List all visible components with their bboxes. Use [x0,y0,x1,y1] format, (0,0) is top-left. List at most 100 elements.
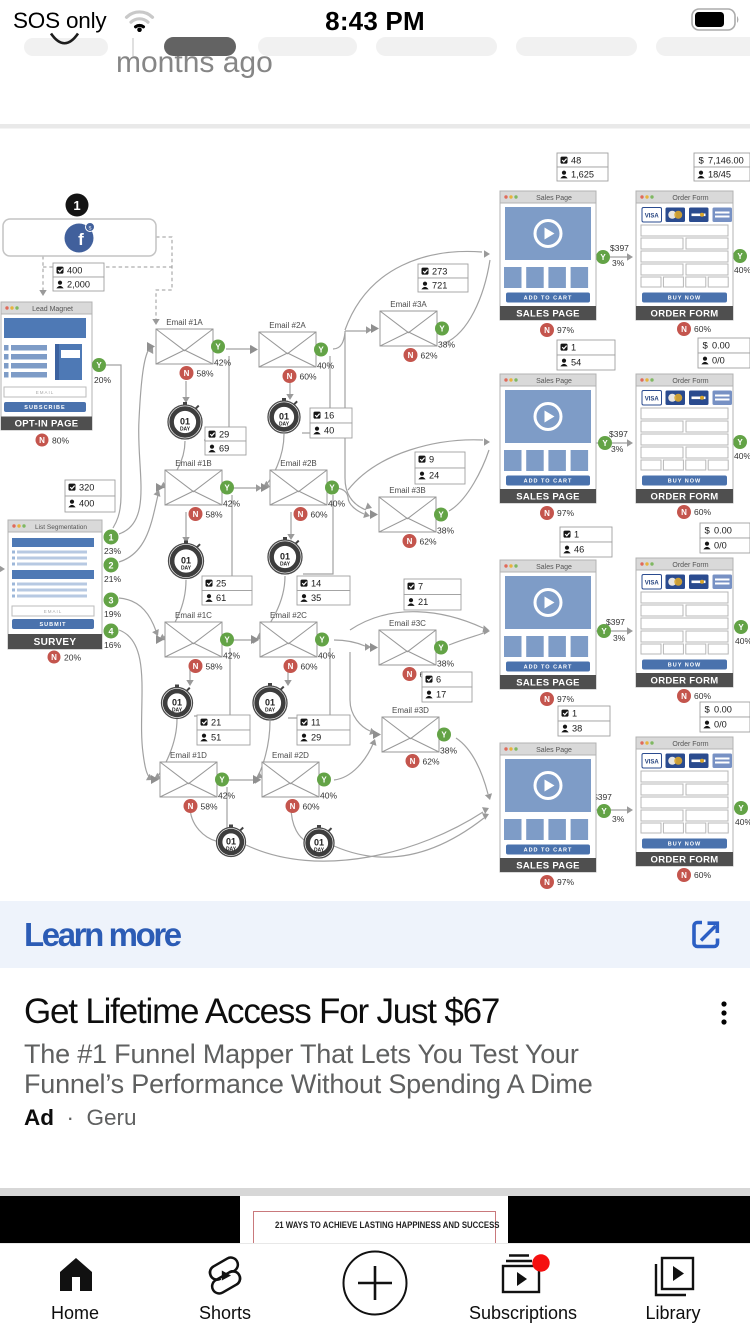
svg-text:N: N [51,653,57,662]
svg-text:721: 721 [432,281,447,291]
svg-text:EMAIL: EMAIL [36,390,55,395]
svg-text:9: 9 [429,455,434,465]
svg-text:1: 1 [574,530,579,540]
svg-text:SALES PAGE: SALES PAGE [516,860,580,871]
svg-text:Order Form: Order Form [672,195,708,202]
svg-text:16%: 16% [104,640,121,650]
svg-text:Y: Y [738,623,744,632]
svg-text:400: 400 [79,499,94,509]
svg-text:14: 14 [311,579,321,589]
svg-text:0.00: 0.00 [714,526,732,536]
svg-text:N: N [681,871,687,880]
svg-text:Y: Y [321,775,327,784]
svg-text:VISA: VISA [645,760,660,766]
svg-text:SALES PAGE: SALES PAGE [516,677,580,688]
svg-text:N: N [407,670,413,679]
svg-text:N: N [193,662,199,671]
svg-text:46: 46 [574,545,584,555]
svg-text:$: $ [705,705,711,716]
svg-text:97%: 97% [557,325,574,335]
svg-text:40%: 40% [734,265,750,275]
svg-text:N: N [287,372,293,381]
svg-text:Email #2C: Email #2C [270,611,307,620]
svg-text:42%: 42% [214,358,231,368]
svg-text:ORDER FORM: ORDER FORM [651,854,719,865]
svg-text:Y: Y [441,730,447,739]
svg-text:DAY: DAY [180,427,191,433]
svg-text:Lead Magnet: Lead Magnet [32,306,73,313]
svg-text:Sales Page: Sales Page [536,564,572,571]
svg-text:01: 01 [180,417,190,427]
svg-text:VISA: VISA [645,214,660,220]
svg-text:BUY NOW: BUY NOW [668,663,701,669]
svg-text:N: N [681,325,687,334]
svg-text:42%: 42% [218,791,235,801]
svg-text:Y: Y [600,253,606,262]
svg-text:Email #2B: Email #2B [280,459,316,468]
svg-text:0.00: 0.00 [714,705,732,715]
svg-text:20%: 20% [94,375,111,385]
svg-text:62%: 62% [423,757,440,767]
svg-text:01: 01 [279,412,289,422]
svg-text:60%: 60% [311,510,328,520]
svg-text:Y: Y [96,361,102,370]
svg-text:24: 24 [429,471,439,481]
svg-text:58%: 58% [206,510,223,520]
svg-text:16: 16 [324,411,334,421]
svg-text:40%: 40% [320,791,337,801]
svg-text:7: 7 [418,582,423,592]
svg-text:DAY: DAY [226,847,237,853]
svg-text:$397: $397 [606,617,625,627]
svg-text:01: 01 [265,698,275,708]
svg-text:EMAIL: EMAIL [44,609,63,614]
svg-text:21: 21 [211,718,221,728]
svg-text:Order Form: Order Form [672,562,708,569]
svg-text:Email #2D: Email #2D [272,751,309,760]
svg-text:ADD TO CART: ADD TO CART [524,479,573,485]
svg-text:N: N [290,802,296,811]
svg-text:400: 400 [67,266,82,276]
svg-text:Y: Y [602,439,608,448]
svg-text:11: 11 [311,718,321,728]
svg-text:62%: 62% [420,537,437,547]
svg-text:2,000: 2,000 [67,280,90,290]
svg-text:Y: Y [438,643,444,652]
svg-text:N: N [544,326,550,335]
svg-text:40%: 40% [735,817,750,827]
svg-text:Order Form: Order Form [672,378,708,385]
svg-text:Order Form: Order Form [672,741,708,748]
svg-text:N: N [39,436,45,445]
svg-text:BUY NOW: BUY NOW [668,296,701,302]
svg-text:80%: 80% [52,436,69,446]
svg-text:320: 320 [79,483,94,493]
svg-text:ORDER FORM: ORDER FORM [651,675,719,686]
svg-text:40%: 40% [328,499,345,509]
svg-text:SALES PAGE: SALES PAGE [516,308,580,319]
svg-text:60%: 60% [694,324,711,334]
svg-text:69: 69 [219,444,229,454]
svg-text:ADD TO CART: ADD TO CART [524,665,573,671]
svg-text:23%: 23% [104,546,121,556]
svg-text:Y: Y [319,635,325,644]
svg-text:21: 21 [418,597,428,607]
svg-text:DAY: DAY [314,848,325,854]
svg-text:N: N [288,662,294,671]
svg-text:$: $ [703,341,709,352]
svg-text:Email #3B: Email #3B [389,486,425,495]
svg-text:42%: 42% [223,651,240,661]
svg-text:Y: Y [438,510,444,519]
svg-text:60%: 60% [301,662,318,672]
svg-text:1: 1 [108,532,113,542]
svg-text:1: 1 [73,198,80,213]
svg-text:N: N [681,508,687,517]
svg-text:N: N [407,537,413,546]
svg-text:40%: 40% [735,636,750,646]
svg-text:19%: 19% [104,609,121,619]
svg-text:1: 1 [572,709,577,719]
svg-text:18/45: 18/45 [708,170,731,180]
svg-text:38%: 38% [440,746,457,756]
svg-text:3%: 3% [612,258,625,268]
svg-text:N: N [188,802,194,811]
svg-text:N: N [410,757,416,766]
svg-text:0/0: 0/0 [712,356,725,366]
